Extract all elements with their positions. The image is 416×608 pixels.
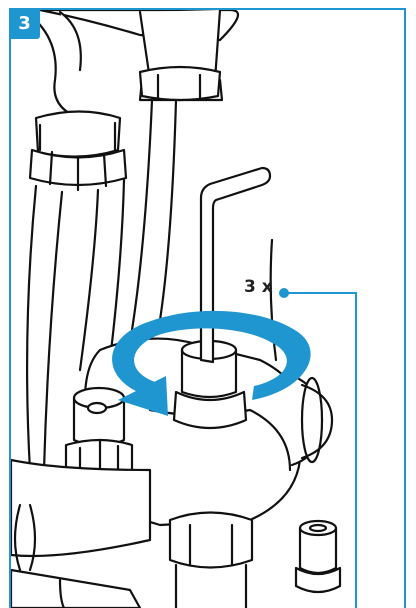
callout-leader [279,288,357,608]
vertical-pipes [25,98,278,472]
right-pipe-union [138,65,222,102]
rotation-arrow-icon [112,310,311,416]
lower-manifold [11,458,152,608]
left-pipe-union [28,110,128,192]
left-valve-cap [64,386,134,488]
upper-manifold-coupling [28,10,240,122]
allen-key-icon [199,166,272,364]
lower-right-union [168,511,254,608]
step-badge: 3 [9,8,40,39]
callout-quantity-label: 3 x [244,277,273,297]
valve-cap-icon [294,519,342,594]
